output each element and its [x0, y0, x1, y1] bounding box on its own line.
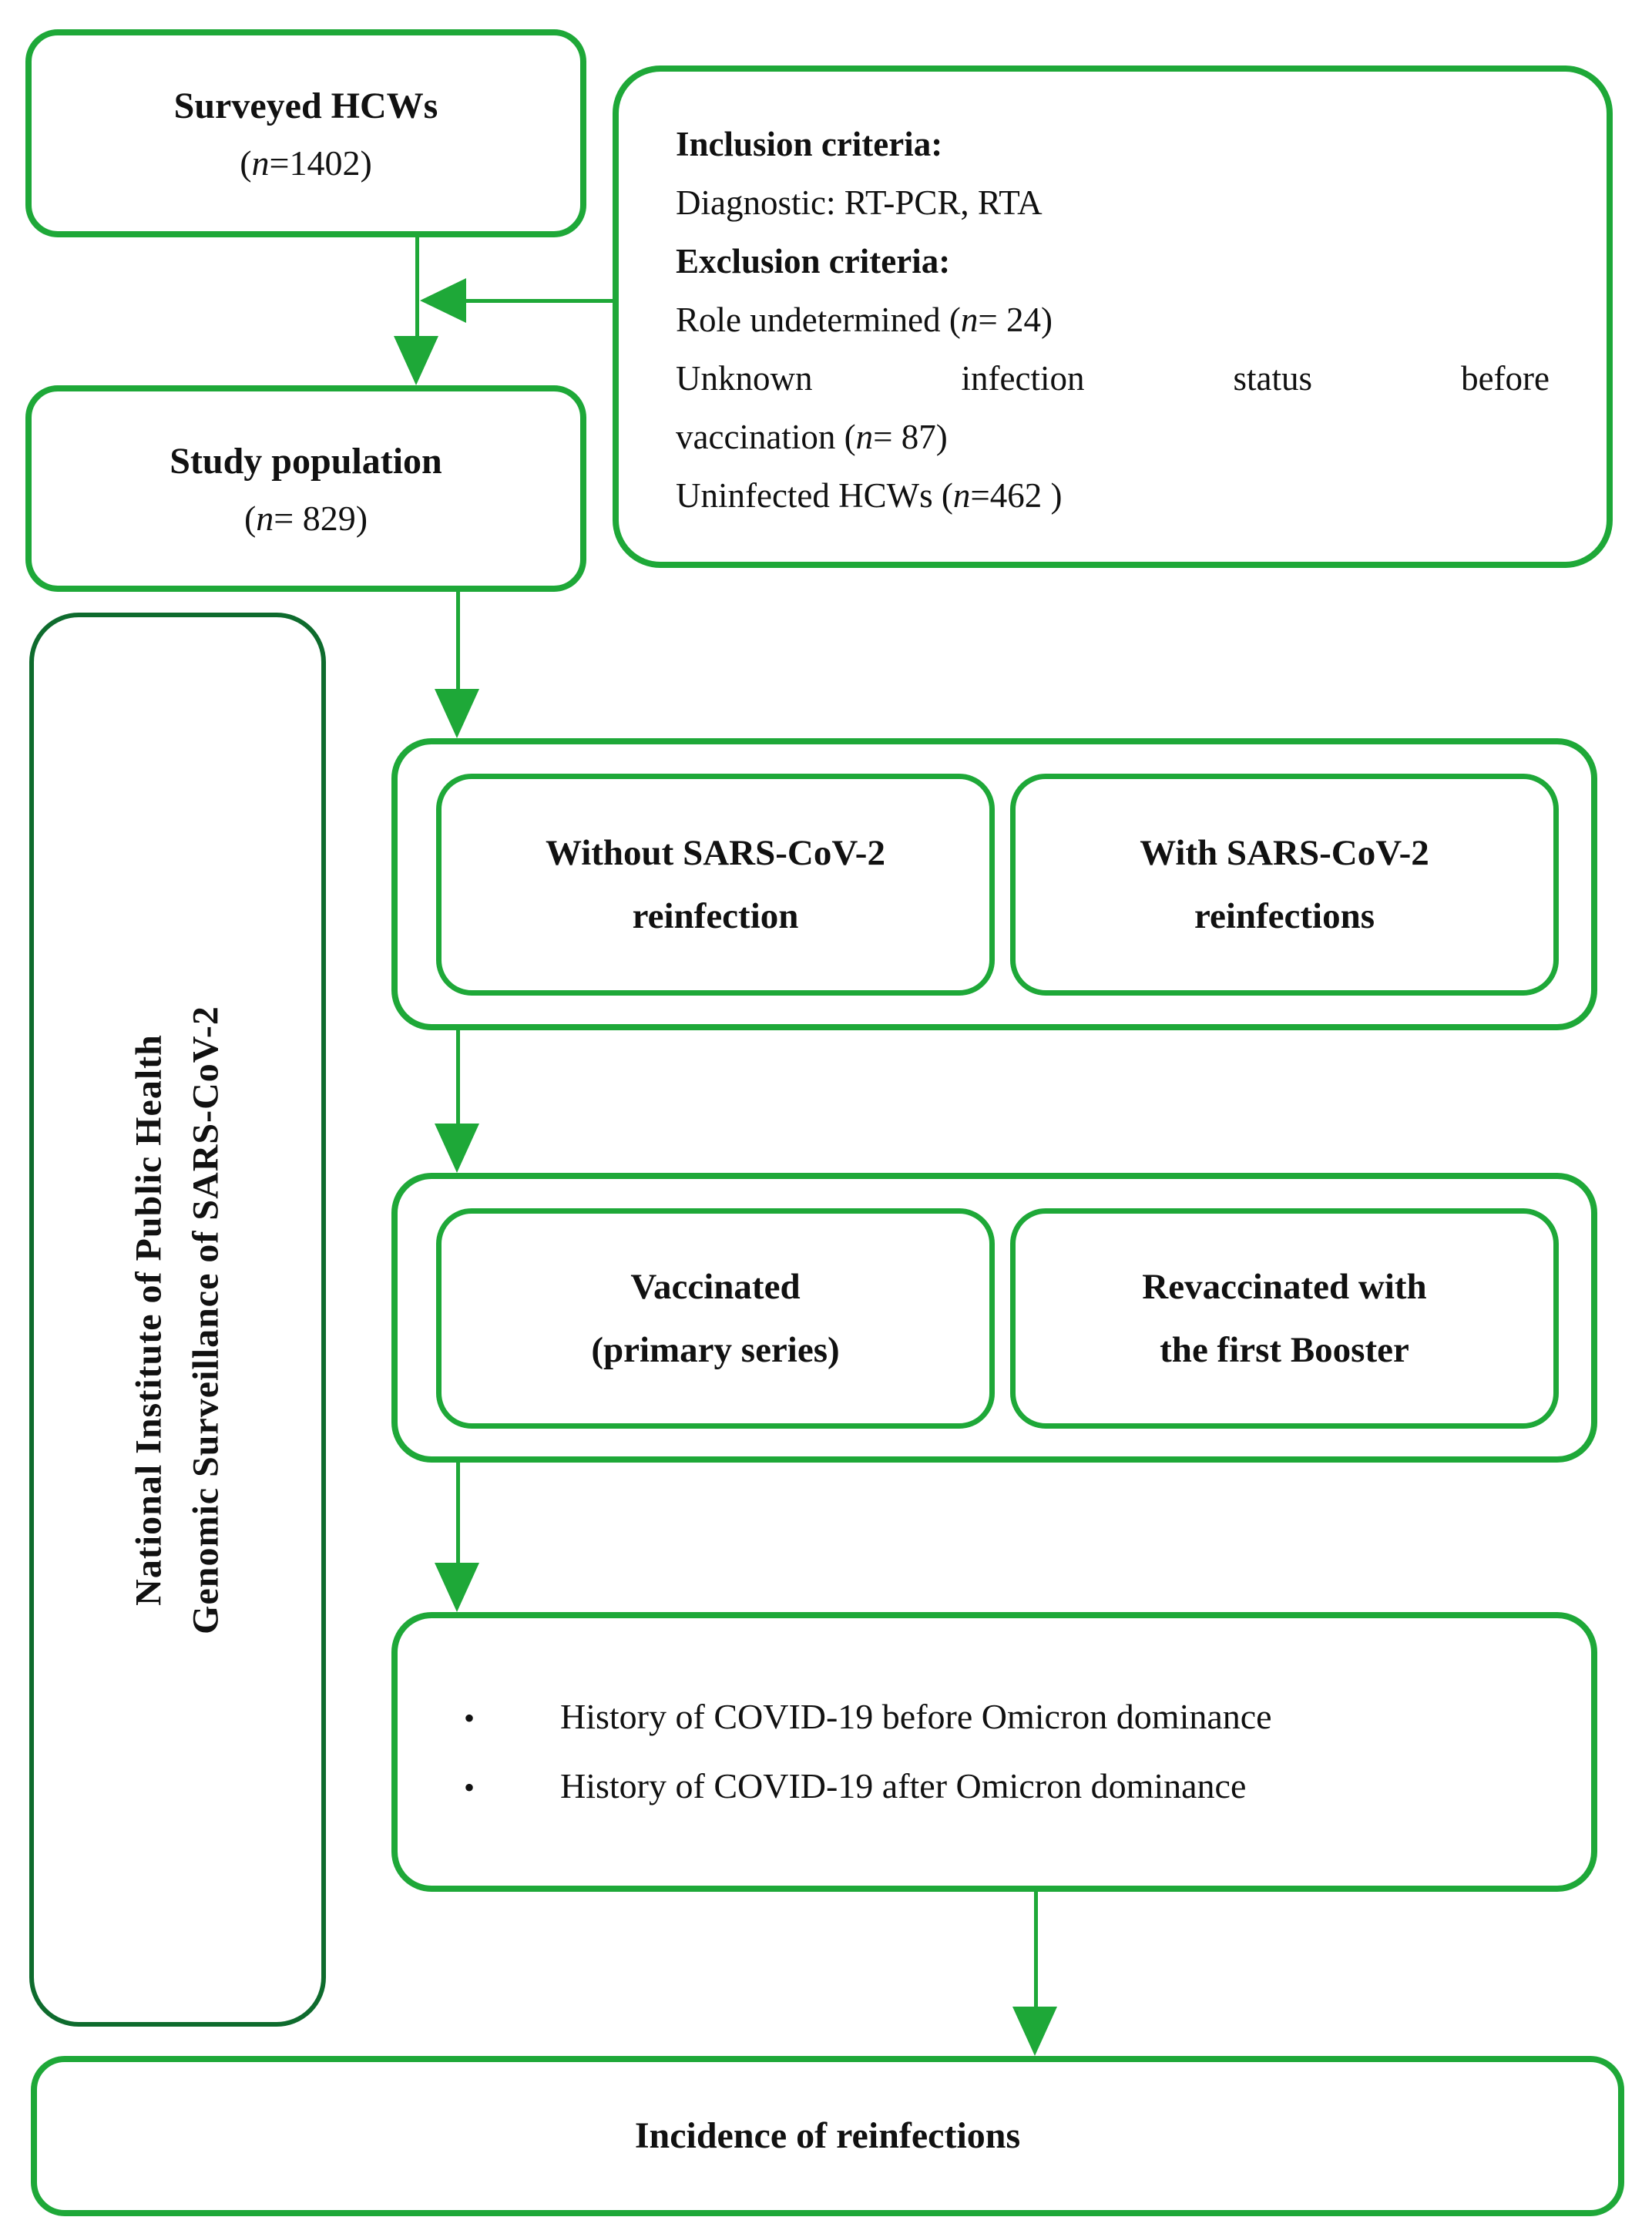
- study-population-count: (n= 829): [243, 498, 368, 538]
- bullet-icon: •: [464, 1769, 475, 1805]
- sidebar-line-2: Genomic Surveillance of SARS-CoV-2: [185, 1005, 227, 1634]
- bullet-icon: •: [464, 1700, 475, 1735]
- incidence-outcome-box: Incidence of reinfections: [31, 2056, 1624, 2216]
- connector-reinfection-to-vaccination-line: [456, 1030, 460, 1129]
- history-item-before: • History of COVID-19 before Omicron dom…: [458, 1683, 1272, 1752]
- without-reinfection-box: Without SARS-CoV-2 reinfection: [436, 774, 995, 996]
- study-population-box: Study population (n= 829): [25, 385, 586, 592]
- surveyed-hcws-title: Surveyed HCWs: [173, 86, 438, 127]
- exclusion-role-line: Role undetermined (n= 24): [676, 301, 1053, 339]
- sidebar-line-1: National Institute of Public Health: [128, 1033, 170, 1606]
- revaccinated-line-2: the first Booster: [1160, 1330, 1409, 1370]
- vaccination-group-container: Vaccinated (primary series) Revaccinated…: [391, 1173, 1597, 1463]
- with-reinfections-line-2: reinfections: [1194, 896, 1375, 936]
- surveyed-hcws-count: (n=1402): [240, 143, 372, 183]
- connector-vaccination-to-history-line: [456, 1463, 460, 1566]
- incidence-outcome-title: Incidence of reinfections: [634, 2114, 1021, 2156]
- history-item-before-label: History of COVID-19 before Omicron domin…: [560, 1696, 1272, 1736]
- vaccinated-line-1: Vaccinated: [630, 1266, 801, 1307]
- history-item-after-label: History of COVID-19 after Omicron domina…: [560, 1765, 1247, 1805]
- revaccinated-line-1: Revaccinated with: [1142, 1266, 1427, 1307]
- study-population-title: Study population: [170, 441, 442, 482]
- with-reinfections-line-1: With SARS-CoV-2: [1140, 832, 1429, 873]
- national-institute-sidebar-box: National Institute of Public Health Geno…: [29, 613, 326, 2027]
- connector-surveyed-to-study-line: [415, 237, 419, 339]
- arrowhead-into-incidence-box: [1012, 2007, 1057, 2056]
- connector-history-to-incidence-line: [1034, 1892, 1038, 2009]
- arrowhead-into-history-box: [435, 1563, 479, 1612]
- arrowhead-criteria-into-main-line: [420, 278, 466, 323]
- history-item-after: • History of COVID-19 after Omicron domi…: [458, 1752, 1246, 1822]
- connector-study-to-reinfection-line: [456, 592, 460, 692]
- diagnostic-line: Diagnostic: RT-PCR, RTA: [676, 183, 1043, 222]
- surveyed-hcws-box: Surveyed HCWs (n=1402): [25, 29, 586, 237]
- revaccinated-booster-box: Revaccinated with the first Booster: [1010, 1208, 1559, 1429]
- covid-history-box: • History of COVID-19 before Omicron dom…: [391, 1612, 1597, 1892]
- with-reinfections-box: With SARS-CoV-2 reinfections: [1010, 774, 1559, 996]
- criteria-box: Inclusion criteria: Diagnostic: RT-PCR, …: [613, 66, 1613, 568]
- arrowhead-into-reinfection-group: [435, 689, 479, 738]
- connector-criteria-branch-line: [465, 299, 613, 303]
- arrowhead-into-vaccination-group: [435, 1124, 479, 1173]
- arrowhead-into-study-population: [394, 336, 438, 385]
- reinfection-group-container: Without SARS-CoV-2 reinfection With SARS…: [391, 738, 1597, 1030]
- inclusion-criteria-header: Inclusion criteria:: [676, 125, 943, 163]
- exclusion-uninfected-line: Uninfected HCWs (n=462 ): [676, 476, 1063, 515]
- national-institute-sidebar-label: National Institute of Public Health Geno…: [120, 665, 235, 1975]
- exclusion-vaccination-line: vaccination (n= 87): [676, 418, 948, 456]
- exclusion-unknown-line: Unknown infection status before: [676, 359, 1550, 398]
- without-reinfection-line-1: Without SARS-CoV-2: [546, 832, 885, 873]
- without-reinfection-line-2: reinfection: [632, 896, 799, 936]
- vaccinated-line-2: (primary series): [591, 1330, 840, 1370]
- vaccinated-primary-box: Vaccinated (primary series): [436, 1208, 995, 1429]
- exclusion-criteria-header: Exclusion criteria:: [676, 242, 951, 280]
